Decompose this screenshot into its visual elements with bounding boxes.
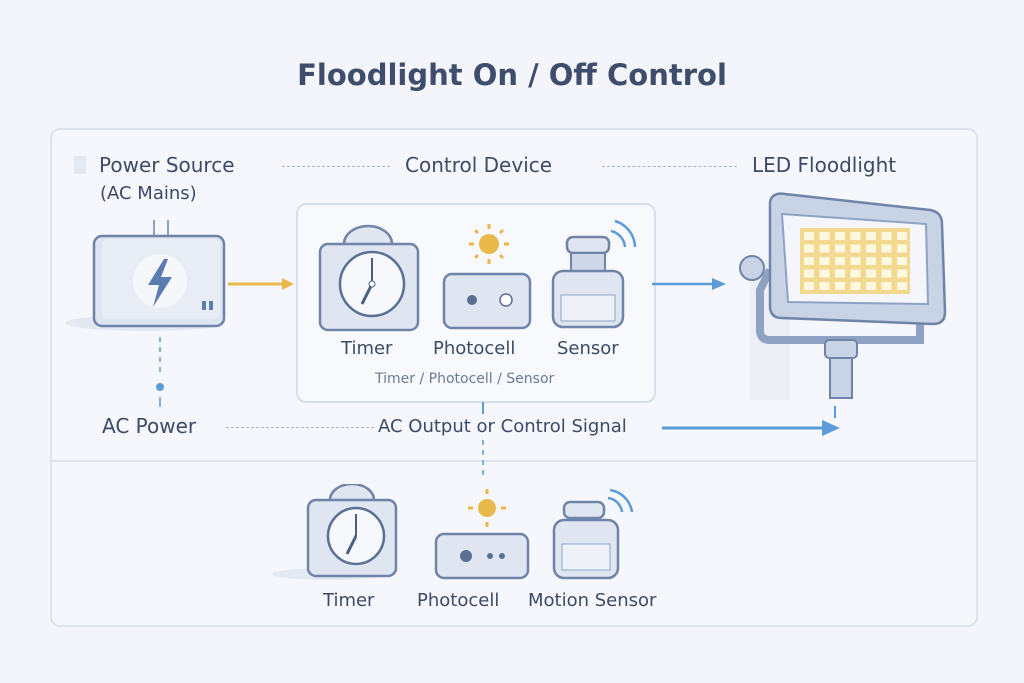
led-chip (881, 257, 892, 265)
led-chip (804, 269, 814, 278)
control-arrow-icon (652, 278, 726, 290)
led-chip (835, 269, 845, 278)
legend-marker (74, 156, 86, 174)
led-chip (819, 232, 830, 240)
output-arrow-icon (662, 420, 840, 436)
connector-line (226, 427, 374, 428)
led-chip (866, 257, 876, 265)
led-chip (850, 244, 861, 253)
page-title: Floodlight On / Off Control (297, 58, 727, 92)
control-item-sensor: Sensor (557, 338, 619, 359)
floodlight-input-tick (834, 406, 836, 418)
power-outlet-icon (65, 220, 226, 331)
led-chip (866, 269, 876, 278)
led-chip (866, 244, 876, 253)
led-chip (804, 257, 814, 265)
led-chip (835, 257, 845, 265)
vertical-connector (156, 337, 164, 407)
led-chip (881, 244, 892, 253)
led-chip (819, 282, 830, 290)
option-motion-sensor-label: Motion Sensor (528, 590, 657, 611)
power-source-sub-label: (AC Mains) (100, 183, 197, 204)
control-item-timer: Timer (341, 338, 393, 359)
option-motion-sensor-icon (552, 488, 634, 580)
connector-line (282, 166, 390, 167)
timer-icon (318, 224, 420, 332)
led-chip (897, 282, 907, 290)
led-chip (897, 232, 907, 240)
led-chip (881, 269, 892, 278)
control-item-photocell: Photocell (433, 338, 516, 359)
photocell-icon (442, 224, 532, 330)
ac-output-label: AC Output or Control Signal (378, 416, 627, 437)
led-chip (804, 244, 814, 253)
option-photocell-label: Photocell (417, 590, 500, 611)
led-floodlight-icon (739, 192, 947, 400)
led-chip (835, 282, 845, 290)
ac-power-label: AC Power (102, 414, 197, 438)
led-chip (881, 232, 892, 240)
led-chip (804, 232, 814, 240)
led-chip (804, 282, 814, 290)
control-box-caption: Timer / Photocell / Sensor (375, 371, 555, 387)
led-chip (850, 269, 861, 278)
led-chip (881, 282, 892, 290)
option-photocell-icon (434, 489, 530, 580)
connector-line (602, 166, 737, 167)
vertical-connector (482, 402, 484, 478)
led-chip (850, 282, 861, 290)
option-timer-label: Timer (323, 590, 375, 611)
led-chip (850, 232, 861, 240)
power-source-label: Power Source (99, 153, 235, 177)
led-chip (850, 257, 861, 265)
led-chip (866, 282, 876, 290)
option-timer-icon (272, 484, 398, 580)
led-chip (835, 232, 845, 240)
led-chip (897, 244, 907, 253)
led-chip (819, 244, 830, 253)
led-floodlight-label: LED Floodlight (752, 153, 897, 177)
led-chip (819, 269, 830, 278)
led-chip (866, 232, 876, 240)
section-divider (50, 460, 976, 462)
led-chip (819, 257, 830, 265)
led-chip (897, 269, 907, 278)
motion-sensor-icon (551, 219, 637, 329)
led-chip (835, 244, 845, 253)
power-arrow-icon (228, 278, 304, 290)
control-device-label: Control Device (405, 153, 553, 177)
led-chip (897, 257, 907, 265)
